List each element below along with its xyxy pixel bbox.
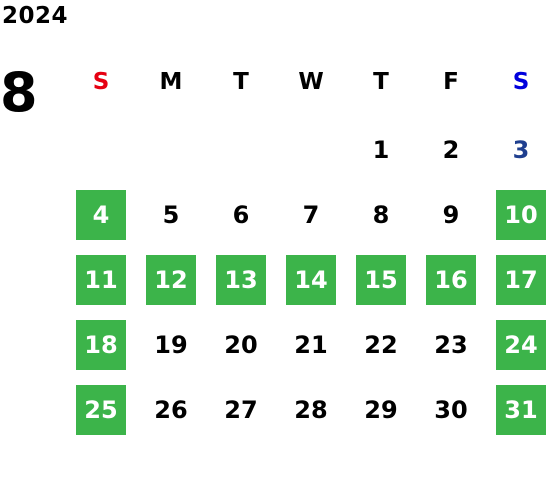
day-cell-31[interactable]: 31 [496, 385, 546, 435]
day-cell-8[interactable]: 8 [372, 201, 390, 229]
weekday-wednesday: W [298, 69, 324, 95]
day-cell-14[interactable]: 14 [286, 255, 336, 305]
day-cell-19[interactable]: 19 [154, 331, 188, 359]
weekday-thursday: T [373, 69, 389, 95]
day-cell-18[interactable]: 18 [76, 320, 126, 370]
day-cell-16[interactable]: 16 [426, 255, 476, 305]
day-cell-10[interactable]: 10 [496, 190, 546, 240]
day-cell-24[interactable]: 24 [496, 320, 546, 370]
day-cell-20[interactable]: 20 [224, 331, 258, 359]
day-cell-21[interactable]: 21 [294, 331, 328, 359]
day-cell-5[interactable]: 5 [162, 201, 180, 229]
day-cell-22[interactable]: 22 [364, 331, 398, 359]
weekday-sunday: S [92, 69, 110, 95]
day-cell-7[interactable]: 7 [302, 201, 320, 229]
day-cell-1[interactable]: 1 [372, 136, 390, 164]
day-cell-9[interactable]: 9 [442, 201, 460, 229]
day-cell-29[interactable]: 29 [364, 396, 398, 424]
day-cell-3[interactable]: 3 [512, 136, 530, 164]
weekday-monday: M [159, 69, 183, 95]
day-cell-12[interactable]: 12 [146, 255, 196, 305]
day-cell-17[interactable]: 17 [496, 255, 546, 305]
day-cell-15[interactable]: 15 [356, 255, 406, 305]
day-cell-6[interactable]: 6 [232, 201, 250, 229]
day-cell-26[interactable]: 26 [154, 396, 188, 424]
weekday-friday: F [443, 69, 459, 95]
day-cell-4[interactable]: 4 [76, 190, 126, 240]
calendar-year: 2024 [2, 3, 69, 29]
day-cell-30[interactable]: 30 [434, 396, 468, 424]
day-cell-28[interactable]: 28 [294, 396, 328, 424]
day-cell-27[interactable]: 27 [224, 396, 258, 424]
weekday-tuesday: T [233, 69, 249, 95]
day-cell-2[interactable]: 2 [442, 136, 460, 164]
day-cell-25[interactable]: 25 [76, 385, 126, 435]
day-cell-13[interactable]: 13 [216, 255, 266, 305]
calendar-month: 8 [0, 61, 38, 124]
day-cell-11[interactable]: 11 [76, 255, 126, 305]
day-cell-23[interactable]: 23 [434, 331, 468, 359]
weekday-saturday: S [512, 69, 530, 95]
